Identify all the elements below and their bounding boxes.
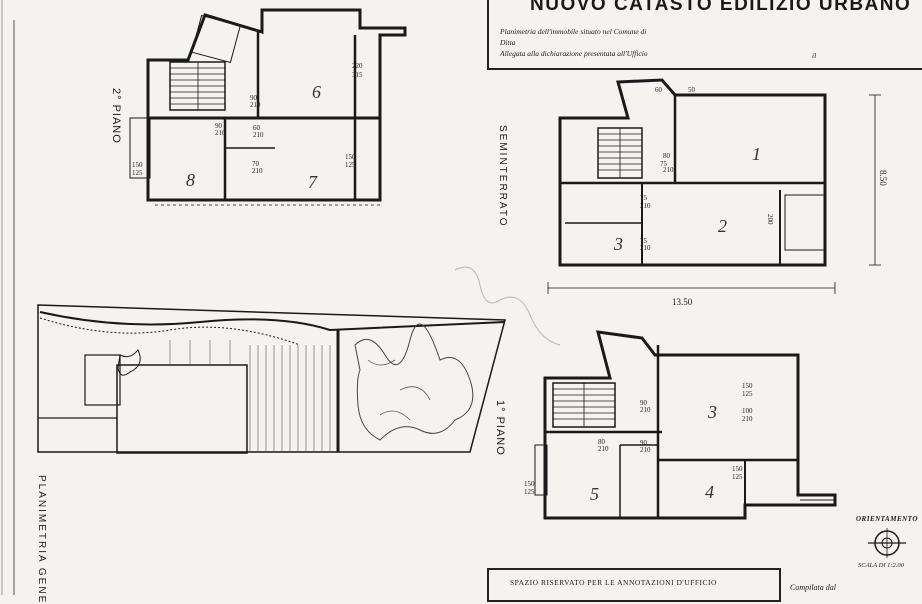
header-attached-line: Allegata alla dichiarazione presentata a… xyxy=(500,49,648,58)
dimension-width: 13.50 xyxy=(672,297,693,307)
svg-text:210: 210 xyxy=(663,166,674,174)
svg-text:210: 210 xyxy=(253,131,264,139)
svg-text:200: 200 xyxy=(766,214,774,225)
svg-text:210: 210 xyxy=(640,406,651,414)
header-box xyxy=(487,0,922,70)
header-municipality-line: Planimetria dell'immobile situato nel Co… xyxy=(500,27,647,36)
compass-symbol xyxy=(868,528,906,558)
svg-text:80: 80 xyxy=(663,152,671,160)
svg-text:90: 90 xyxy=(640,439,648,447)
room-number: 2 xyxy=(718,216,727,236)
svg-text:210: 210 xyxy=(742,415,753,423)
room-number: 6 xyxy=(312,82,321,102)
document-title: NUOVO CATASTO EDILIZIO URBANO xyxy=(530,0,912,15)
svg-text:60: 60 xyxy=(253,124,261,132)
svg-text:90: 90 xyxy=(215,122,223,130)
svg-text:90: 90 xyxy=(250,94,258,102)
plan-first-floor xyxy=(534,330,837,520)
svg-text:50: 50 xyxy=(688,86,696,94)
svg-text:60: 60 xyxy=(655,86,663,94)
office-notes-title: SPAZIO RISERVATO PER LE ANNOTAZIONI D'UF… xyxy=(510,578,717,587)
basement-room-numbers: 1 2 3 xyxy=(613,144,761,254)
compiled-by-label: Compilata dal xyxy=(790,583,837,592)
svg-text:125: 125 xyxy=(742,390,753,398)
svg-text:210: 210 xyxy=(598,445,609,453)
label-first-floor: 1° PIANO xyxy=(494,400,506,456)
second-floor-room-numbers: 6 7 8 xyxy=(186,82,321,192)
room-number: 5 xyxy=(590,484,599,504)
svg-text:75: 75 xyxy=(640,194,648,202)
room-number: 8 xyxy=(186,170,195,190)
plan-second-floor xyxy=(129,8,407,206)
svg-text:75: 75 xyxy=(640,237,648,245)
label-second-floor: 2° PIANO xyxy=(110,88,122,144)
site-plan xyxy=(37,304,506,454)
scale-label: SCALA DI 1:2.00 xyxy=(858,562,904,569)
svg-text:75: 75 xyxy=(660,160,668,168)
room-number: 3 xyxy=(613,234,623,254)
svg-text:90: 90 xyxy=(640,399,648,407)
label-site-plan: PLANIMETRIA GENE xyxy=(36,475,47,604)
svg-text:125: 125 xyxy=(732,473,743,481)
svg-text:150: 150 xyxy=(132,161,143,169)
svg-text:210: 210 xyxy=(250,101,261,109)
svg-text:150: 150 xyxy=(742,382,753,390)
svg-text:210: 210 xyxy=(252,167,263,175)
header-date-label: il xyxy=(812,51,817,60)
label-basement: SEMINTERRATO xyxy=(497,125,508,228)
svg-text:70: 70 xyxy=(252,160,260,168)
svg-text:150: 150 xyxy=(345,153,356,161)
svg-text:210: 210 xyxy=(640,446,651,454)
svg-text:315: 315 xyxy=(352,71,363,79)
first-floor-room-numbers: 3 4 5 xyxy=(590,402,717,504)
header-owner-line: Ditta xyxy=(500,38,516,47)
svg-text:80: 80 xyxy=(598,438,606,446)
dimension-height: 8.50 xyxy=(878,170,888,186)
orientation-label: ORIENTAMENTO xyxy=(856,515,918,523)
room-number: 7 xyxy=(308,172,318,192)
svg-text:125: 125 xyxy=(524,488,535,496)
svg-text:125: 125 xyxy=(345,161,356,169)
svg-text:210: 210 xyxy=(640,244,651,252)
faint-stamp xyxy=(454,266,561,346)
room-number: 3 xyxy=(707,402,717,422)
svg-text:210: 210 xyxy=(215,129,226,137)
svg-text:220: 220 xyxy=(352,62,363,70)
svg-text:100: 100 xyxy=(742,407,753,415)
room-number: 4 xyxy=(705,482,714,502)
svg-text:210: 210 xyxy=(640,202,651,210)
plan-basement xyxy=(547,78,881,294)
svg-text:150: 150 xyxy=(524,480,535,488)
svg-text:150: 150 xyxy=(732,465,743,473)
svg-text:125: 125 xyxy=(132,169,143,177)
room-number: 1 xyxy=(752,144,761,164)
